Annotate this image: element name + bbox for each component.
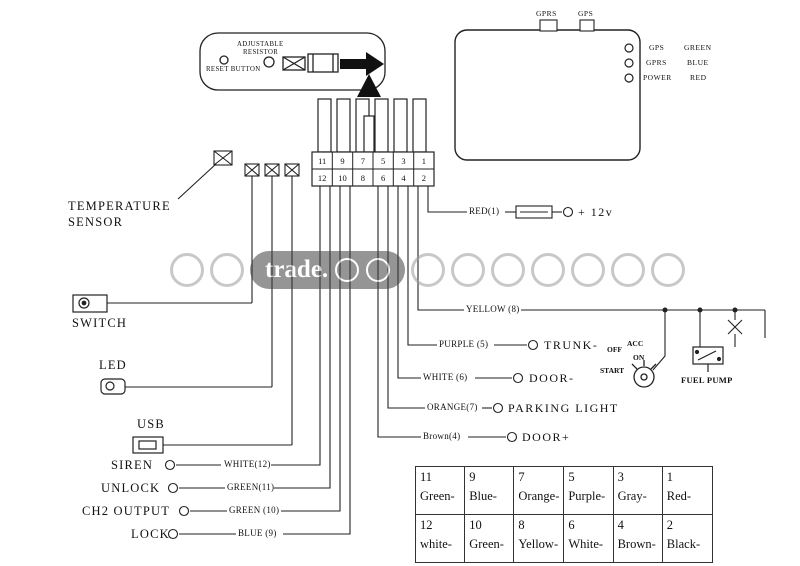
ignition-on-label: ON (633, 353, 645, 362)
table-cell: 11 Green- (416, 467, 466, 515)
siren-terminal-icon (164, 459, 176, 471)
gprs-led-icon (624, 58, 634, 68)
ch2-terminal-icon (178, 505, 190, 517)
lock-terminal-icon (167, 528, 179, 540)
usb-icon (132, 436, 164, 454)
siren-wire-label: WHITE(12) (224, 459, 271, 469)
gps-led-icon (624, 43, 634, 53)
table-cell: 6 White- (564, 515, 614, 562)
ignition-off-label: OFF (607, 345, 622, 354)
gps-indicator-color: GREEN (684, 43, 712, 52)
gprs-antenna-icon (539, 19, 558, 32)
table-cell: 1 Red- (662, 467, 712, 515)
led-label: LED (99, 358, 127, 372)
door-plus-terminal-icon (506, 431, 518, 443)
ch2-wire-label: GREEN (10) (229, 505, 280, 515)
harness-connector-grid (312, 152, 434, 186)
ignition-start-label: START (600, 366, 625, 375)
pin-number: 6 (381, 172, 386, 183)
table-cell: 9 Blue- (465, 467, 515, 515)
pin-number: 3 (401, 155, 406, 166)
power-indicator-name: POWER (643, 73, 672, 82)
gps-indicator-name: GPS (649, 43, 665, 52)
power-led-icon (624, 73, 634, 83)
purple-wire-label: PURPLE (5) (439, 339, 489, 349)
white6-wire-label: WHITE (6) (423, 372, 468, 382)
unlock-label: UNLOCK (101, 481, 161, 495)
door-minus-label: DOOR- (529, 371, 575, 385)
pin-color-table: 11 Green- 9 Blue- 7 Orange- 5 Purple- 3 … (415, 466, 713, 563)
pin-number: 8 (360, 172, 365, 183)
table-cell: 5 Purple- (564, 467, 614, 515)
brown-wire-label: Brown(4) (423, 431, 461, 441)
pin-number: 9 (340, 155, 345, 166)
connector-socket-icon (307, 53, 339, 73)
pin-number: 7 (360, 155, 365, 166)
ignition-switch-icon (631, 360, 657, 388)
table-cell: 12 white- (416, 515, 466, 562)
gprs-indicator-name: GPRS (646, 58, 667, 67)
gps-antenna-icon (579, 19, 595, 32)
trunk-terminal-icon (527, 339, 539, 351)
table-cell: 8 Yellow- (514, 515, 565, 562)
gps-unit-box (454, 29, 641, 161)
pin-number: 4 (401, 172, 406, 183)
table-cell: 3 Gray- (613, 467, 663, 515)
reset-button-icon (219, 55, 229, 65)
power-terminal-icon (562, 206, 574, 218)
adjustable-resistor-icon (263, 56, 275, 68)
lock-label: LOCK (131, 527, 170, 541)
connector-socket-icon (282, 56, 306, 71)
relay-icon (692, 346, 724, 372)
gps-antenna-connectors (539, 19, 595, 32)
reset-button-label: RESET BUTTON (206, 66, 261, 73)
pin-number: 11 (318, 155, 327, 166)
yellow-wire-label: YELLOW (8) (466, 304, 520, 314)
pin-number: 2 (421, 172, 426, 183)
gps-indicator-leds (624, 43, 634, 83)
adjustable-resistor-label-1: ADJUSTABLE (237, 41, 284, 48)
gprs-indicator-color: BLUE (687, 58, 709, 67)
up-arrow-icon (357, 74, 381, 97)
temperature-sensor-label-2: SENSOR (68, 215, 124, 229)
unlock-wire-label: GREEN(11) (227, 482, 275, 492)
fuel-pump-label: FUEL PUMP (681, 375, 733, 385)
pin-number: 10 (338, 172, 347, 183)
parking-light-label: PARKING LIGHT (508, 401, 619, 415)
ignition-acc-label: ACC (627, 339, 644, 348)
parking-light-terminal-icon (492, 402, 504, 414)
switch-icon (72, 294, 108, 313)
led-icon (100, 378, 126, 395)
gps-antenna-label: GPS (578, 9, 594, 18)
pin-number: 12 (317, 172, 327, 183)
table-cell: 2 Black- (666, 518, 701, 552)
ch2-output-label: CH2 OUTPUT (82, 504, 171, 518)
pin-number: 1 (421, 155, 426, 166)
gprs-antenna-label: GPRS (536, 9, 557, 18)
adjustable-resistor-label-2: RESISTOR (243, 49, 279, 56)
plus12v-label: + 12v (578, 205, 614, 219)
table-cell: 7 Orange- (514, 467, 565, 515)
usb-label: USB (137, 417, 165, 431)
table-cell: 10 Green- (465, 515, 515, 562)
door-plus-label: DOOR+ (522, 430, 571, 444)
plug-arrow-icon (340, 52, 384, 76)
door-minus-terminal-icon (512, 372, 524, 384)
table-cell: 4 Brown- (614, 515, 663, 562)
connector-pin-numbers: 11 9 7 5 3 1 12 10 8 6 4 2 (312, 152, 434, 186)
pin-number: 5 (381, 155, 386, 166)
unlock-terminal-icon (167, 482, 179, 494)
switch-label: SWITCH (72, 316, 128, 330)
main-unit-box (199, 32, 386, 91)
trunk-label: TRUNK- (544, 338, 599, 352)
siren-label: SIREN (111, 458, 154, 472)
red-wire-label: RED(1) (469, 206, 500, 216)
power-indicator-color: RED (690, 73, 707, 82)
temperature-sensor-plugs (177, 150, 300, 200)
lock-wire-label: BLUE (9) (238, 528, 277, 538)
orange-wire-label: ORANGE(7) (427, 402, 478, 412)
temperature-sensor-label-1: TEMPERATURE (68, 199, 171, 213)
